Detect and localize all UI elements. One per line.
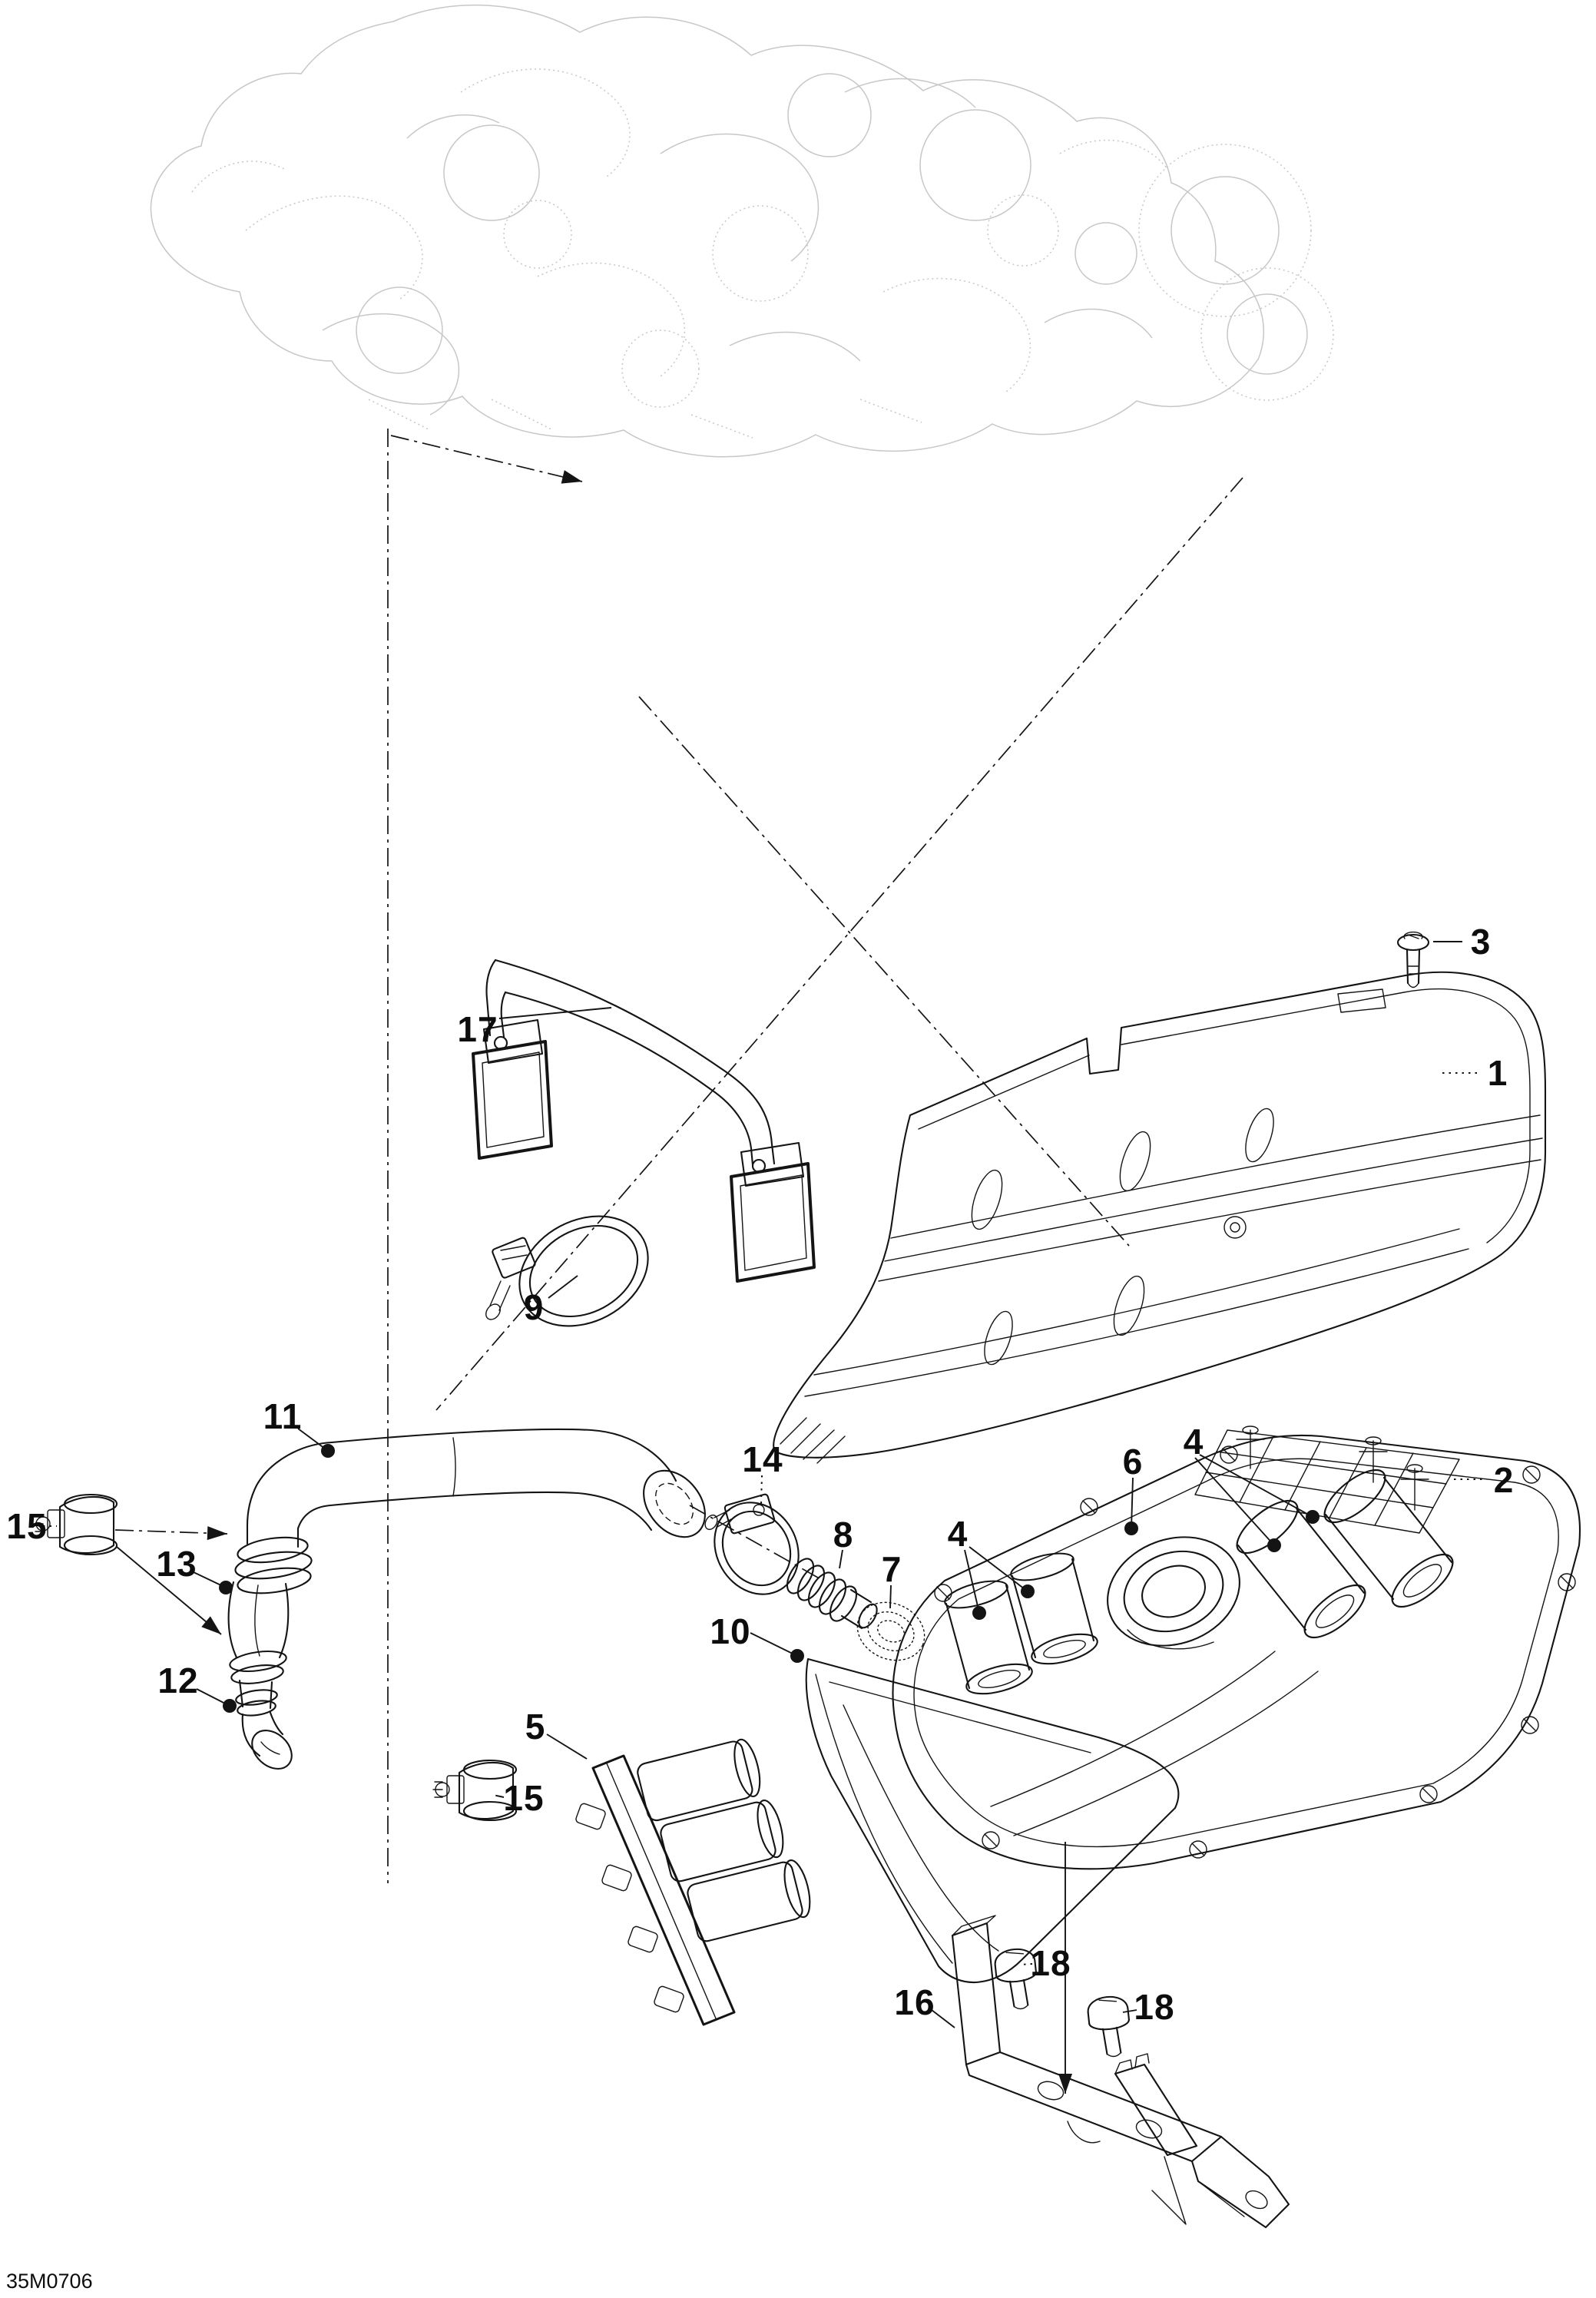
callout-14: 14 [742, 1439, 783, 1479]
callout-3: 3 [1470, 922, 1492, 962]
callout-17: 17 [457, 1009, 498, 1049]
engine-ghost-illustration [150, 4, 1334, 458]
part-14-hose-clamp [704, 1493, 800, 1595]
callout-5: 5 [525, 1707, 546, 1747]
part-11-elbow-pipe [246, 1428, 706, 1548]
part-2-air-box-pan [892, 1425, 1581, 1870]
part-18-screw-lower [1087, 1995, 1130, 2058]
part-3-screw [1396, 931, 1430, 988]
callout-18-upper: 18 [1030, 1943, 1071, 1983]
part-1-air-silencer-cover [773, 971, 1547, 1464]
part-8-barbed-fitting [786, 1558, 878, 1630]
callout-7: 7 [881, 1549, 902, 1589]
part-16-bracket [951, 1915, 1290, 2229]
leader-lines [43, 429, 1484, 2094]
callout-12: 12 [157, 1661, 199, 1700]
part-15-clamp-left [33, 1493, 118, 1556]
callout-15-left: 15 [6, 1506, 48, 1546]
diagram-code: 35M0706 [6, 2270, 93, 2293]
callout-4-right: 4 [1183, 1422, 1204, 1462]
callout-10: 10 [710, 1611, 751, 1651]
part-15-clamp-bottom [432, 1759, 518, 1822]
part-6-bellmouth [1107, 1536, 1240, 1650]
part-10-lower-housing [805, 1657, 1180, 1983]
part-4-intake-tubes-left [944, 1552, 1098, 1695]
callout-18-lower: 18 [1134, 1987, 1175, 2027]
callout-6: 6 [1122, 1442, 1144, 1482]
part-9-hose-clamp [485, 1215, 649, 1327]
callout-16: 16 [894, 1982, 935, 2022]
callout-1: 1 [1487, 1053, 1508, 1093]
part-17-strap [472, 959, 816, 1283]
callout-11: 11 [263, 1396, 303, 1436]
callout-2: 2 [1493, 1460, 1515, 1500]
part-18-screw-upper [994, 1948, 1037, 2010]
callout-15-bottom: 15 [503, 1778, 545, 1818]
callout-8: 8 [833, 1515, 854, 1555]
callout-4-left: 4 [947, 1514, 969, 1554]
callout-9: 9 [523, 1287, 545, 1327]
part-12-13-resonator [227, 1536, 313, 1770]
part-4-intake-tubes-right [1236, 1469, 1454, 1639]
part-5-filter-element [575, 1738, 811, 2026]
callout-13: 13 [156, 1544, 197, 1584]
